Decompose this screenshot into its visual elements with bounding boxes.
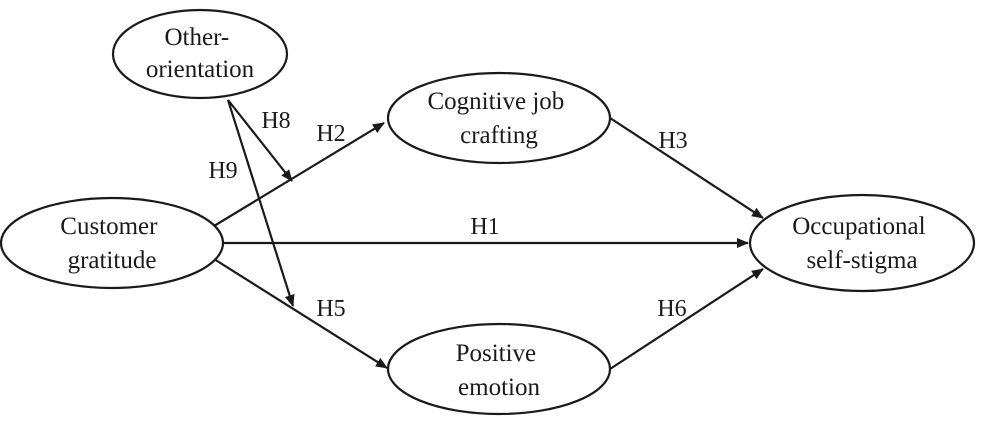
node-cognitive-job-crafting: Cognitive job crafting [386,71,612,165]
svg-text:Other- orientation: Other- orientation [146,24,255,83]
h3-label: H3 [658,128,687,154]
node-cognitive-job-crafting-line-2: crafting [460,122,538,149]
node-occupational-self-stigma-line-1: Occupational [792,213,925,240]
node-occupational-self-stigma-line-2: self-stigma [806,247,917,274]
h8-arrow [227,99,293,182]
node-customer-gratitude-line-1: Customer [60,213,158,240]
node-positive-emotion: Positive emotion [386,322,612,416]
node-cognitive-job-crafting-line-1: Cognitive job [427,88,564,115]
svg-text:Cognitive job crafting: Cognitive job crafting [427,88,570,149]
node-other-orientation-line-1: Other- [165,24,230,51]
h5-arrow [213,258,388,369]
h6-arrow [609,268,764,370]
h6-label: H6 [657,296,686,322]
h5-label: H5 [316,296,345,322]
h2-label: H2 [316,121,345,147]
node-occupational-self-stigma: Occupational self-stigma [748,193,976,293]
h3-arrow [609,117,764,219]
h9-label: H9 [208,158,237,184]
svg-text:Customer gratitude: Customer gratitude [60,213,163,274]
node-customer-gratitude-line-2: gratitude [68,247,157,274]
node-positive-emotion-line-1: Positive [456,340,537,367]
node-positive-emotion-line-2: emotion [458,374,540,401]
node-other-orientation: Other- orientation [111,8,289,100]
node-customer-gratitude: Customer gratitude [0,196,225,290]
h9-arrow [226,99,295,307]
node-other-orientation-line-2: orientation [146,56,255,83]
h8-label: H8 [261,108,290,134]
h1-label: H1 [470,214,499,240]
h2-arrow [213,122,385,227]
svg-text:Occupational self-stigma: Occupational self-stigma [792,213,932,274]
svg-text:Positive emotion: Positive emotion [456,340,543,401]
